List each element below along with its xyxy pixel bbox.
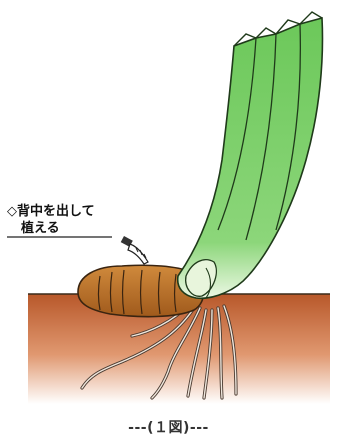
leaf-stalk [178, 12, 323, 298]
planting-note: ◇背中を出して 植える [7, 203, 95, 237]
planting-note-line-2: 植える [7, 220, 95, 237]
planting-note-line-1: ◇背中を出して [7, 204, 95, 219]
figure-caption: ---(１図)--- [0, 417, 337, 437]
pointing-hand-icon [121, 236, 148, 264]
